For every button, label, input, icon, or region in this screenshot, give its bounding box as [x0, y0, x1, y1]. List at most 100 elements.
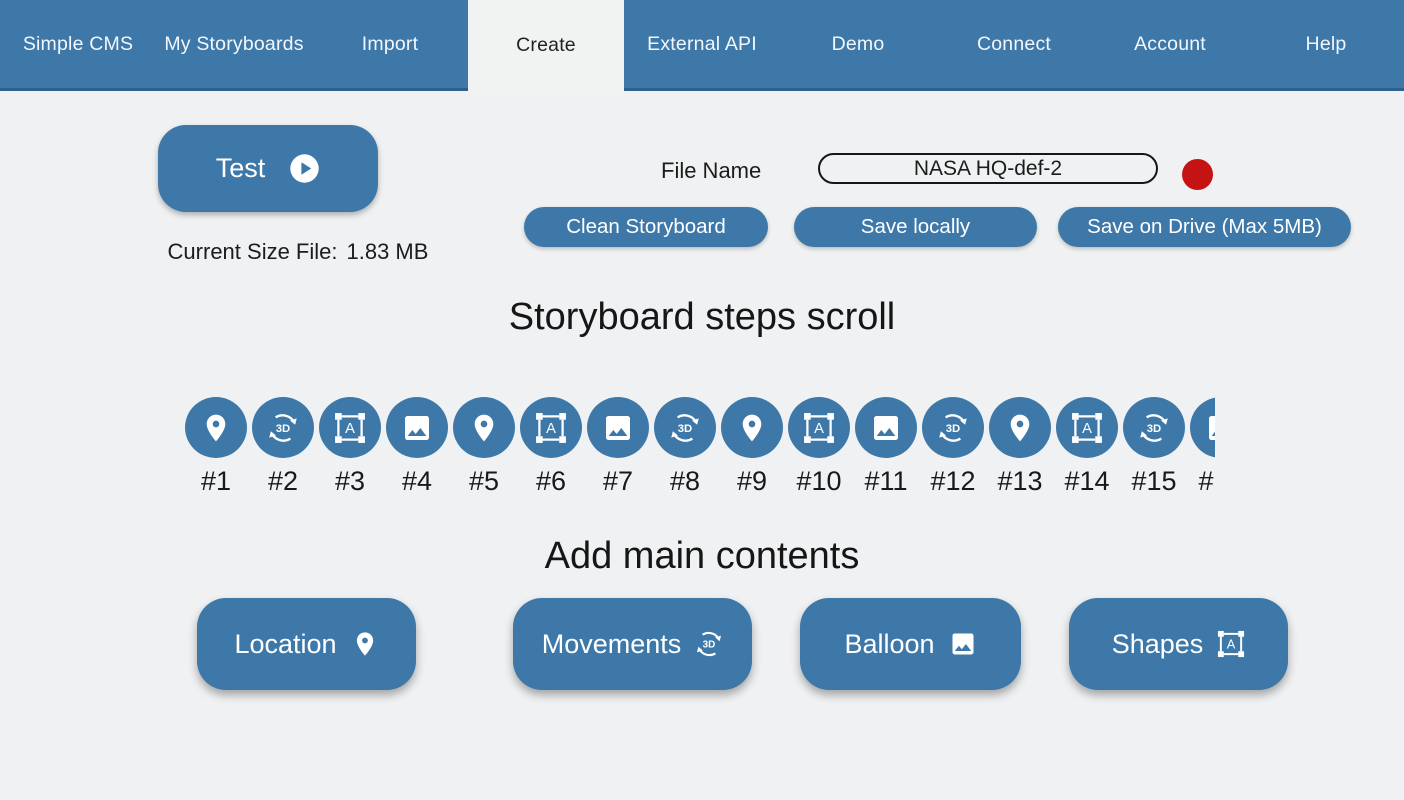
- step-label: #14: [1064, 466, 1110, 496]
- storyboard-step[interactable]: #13: [989, 397, 1051, 497]
- step-label: #2: [267, 466, 299, 496]
- step-circle[interactable]: [453, 397, 515, 458]
- step-label: #6: [535, 466, 567, 496]
- test-button[interactable]: Test: [158, 125, 378, 212]
- file-name-label: File Name: [661, 158, 762, 183]
- nav-item-help[interactable]: Help: [1248, 0, 1404, 91]
- storyboard-step[interactable]: #10: [788, 397, 850, 497]
- add-movements-button[interactable]: Movements: [513, 598, 752, 690]
- content-button-label: Shapes: [1111, 628, 1204, 659]
- storyboard-step[interactable]: #5: [453, 397, 515, 497]
- clean-storyboard-button[interactable]: Clean Storyboard: [524, 207, 768, 247]
- storyboard-step[interactable]: #11: [855, 397, 917, 497]
- step-label: #7: [602, 466, 634, 496]
- image-icon: [949, 630, 977, 658]
- nav-item-simple-cms[interactable]: Simple CMS: [0, 0, 156, 91]
- step-circle[interactable]: [788, 397, 850, 458]
- storyboard-step[interactable]: #8: [654, 397, 716, 497]
- nav-item-label: Create: [516, 34, 576, 56]
- step-circle[interactable]: [654, 397, 716, 458]
- nav-item-connect[interactable]: Connect: [936, 0, 1092, 91]
- step-circle[interactable]: [386, 397, 448, 458]
- content-button-label: Location: [234, 628, 337, 659]
- content-button-label: Balloon: [844, 628, 935, 659]
- nav-item-label: Account: [1134, 32, 1206, 55]
- step-circle[interactable]: [252, 397, 314, 458]
- storyboard-step[interactable]: #12: [922, 397, 984, 497]
- step-label: #1: [200, 466, 232, 496]
- step-circle[interactable]: [319, 397, 381, 458]
- play-circle-icon: [289, 153, 320, 184]
- nav-item-create[interactable]: Create: [468, 0, 624, 91]
- nav-item-label: Simple CMS: [22, 32, 134, 55]
- step-label: #9: [736, 466, 768, 496]
- storyboard-step[interactable]: #16: [1190, 397, 1215, 497]
- storyboard-step[interactable]: #14: [1056, 397, 1118, 497]
- add-location-button[interactable]: Location: [197, 598, 416, 690]
- steps-section-title: Storyboard steps scroll: [508, 296, 896, 338]
- shapes-icon: [1217, 630, 1245, 658]
- step-circle[interactable]: [1123, 397, 1185, 458]
- step-label: #12: [930, 466, 976, 496]
- nav-item-external-api[interactable]: External API: [624, 0, 780, 91]
- save-locally-button[interactable]: Save locally: [794, 207, 1037, 247]
- top-nav: Simple CMS My Storyboards Import Create …: [0, 0, 1404, 91]
- image-icon: [401, 412, 433, 444]
- location-icon: [200, 412, 232, 444]
- action-button-label: Clean Storyboard: [566, 215, 726, 238]
- storyboard-step[interactable]: #4: [386, 397, 448, 497]
- storyboard-step[interactable]: #7: [587, 397, 649, 497]
- step-circle[interactable]: [587, 397, 649, 458]
- step-circle[interactable]: [520, 397, 582, 458]
- nav-item-label: Demo: [831, 32, 885, 55]
- shapes-icon: [1071, 412, 1103, 444]
- storyboard-step[interactable]: #2: [252, 397, 314, 497]
- step-circle[interactable]: [989, 397, 1051, 458]
- rotation-3d-icon: [937, 412, 969, 444]
- step-circle[interactable]: [721, 397, 783, 458]
- add-balloon-button[interactable]: Balloon: [800, 598, 1021, 690]
- storyboard-actions-row: Clean Storyboard Save locally Save on Dr…: [0, 207, 1404, 247]
- action-button-label: Save locally: [860, 215, 971, 238]
- step-circle[interactable]: [1056, 397, 1118, 458]
- location-icon: [468, 412, 500, 444]
- action-button-label: Save on Drive (Max 5MB): [1087, 215, 1322, 238]
- step-label: #13: [997, 466, 1043, 496]
- step-label: #11: [864, 466, 908, 496]
- storyboard-step[interactable]: #6: [520, 397, 582, 497]
- nav-item-my-storyboards[interactable]: My Storyboards: [156, 0, 312, 91]
- nav-item-account[interactable]: Account: [1092, 0, 1248, 91]
- nav-item-import[interactable]: Import: [312, 0, 468, 91]
- image-icon: [1205, 412, 1215, 444]
- storyboard-step[interactable]: #15: [1123, 397, 1185, 497]
- step-label: #15: [1131, 466, 1177, 496]
- shapes-icon: [803, 412, 835, 444]
- rotation-3d-icon: [695, 630, 723, 658]
- storyboard-steps-strip[interactable]: #1 #2 #3 #4 #5 #6 #7: [185, 397, 1215, 497]
- step-circle[interactable]: [922, 397, 984, 458]
- location-icon: [351, 630, 379, 658]
- rotation-3d-icon: [669, 412, 701, 444]
- nav-item-label: My Storyboards: [164, 32, 304, 55]
- step-circle[interactable]: [1190, 397, 1215, 458]
- image-icon: [870, 412, 902, 444]
- file-name-input[interactable]: [818, 153, 1158, 184]
- storyboard-step[interactable]: #9: [721, 397, 783, 497]
- storyboard-step[interactable]: #1: [185, 397, 247, 497]
- step-circle[interactable]: [855, 397, 917, 458]
- step-circle[interactable]: [185, 397, 247, 458]
- test-button-label: Test: [215, 153, 266, 183]
- save-on-drive-button[interactable]: Save on Drive (Max 5MB): [1058, 207, 1351, 247]
- add-content-buttons-row: Location Movements Balloon Shapes: [0, 598, 1404, 690]
- step-label: #10: [796, 466, 842, 496]
- nav-item-demo[interactable]: Demo: [780, 0, 936, 91]
- nav-item-label: Connect: [976, 32, 1052, 55]
- image-icon: [602, 412, 634, 444]
- location-icon: [736, 412, 768, 444]
- step-label: #16: [1198, 466, 1215, 496]
- storyboard-step[interactable]: #3: [319, 397, 381, 497]
- nav-item-label: Help: [1305, 32, 1347, 55]
- step-label: #3: [334, 466, 366, 496]
- shapes-icon: [535, 412, 567, 444]
- add-shapes-button[interactable]: Shapes: [1069, 598, 1288, 690]
